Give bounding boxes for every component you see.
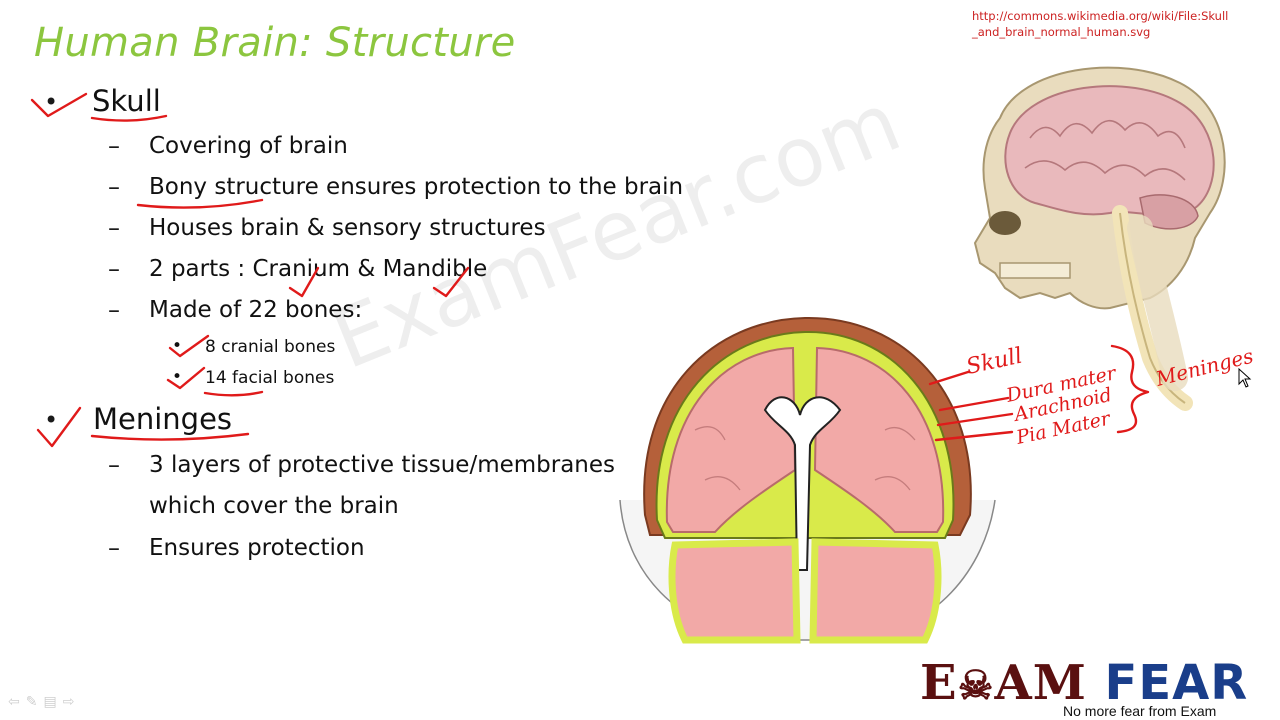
checkmark (30, 92, 88, 118)
next-arrow-icon[interactable]: ⇨ (62, 694, 81, 710)
logo-mid-letters: AM (994, 655, 1087, 711)
pointer-line (934, 430, 1014, 442)
bullet-dot: • (44, 88, 59, 116)
teeth (999, 262, 1071, 279)
dash: – (108, 451, 120, 479)
ventricle (763, 396, 842, 571)
lower-left-compartment (668, 538, 801, 644)
meninges-point-1: 3 layers of protective tissue/membranes (149, 452, 616, 478)
skull-point-5: Made of 22 bones: (149, 297, 363, 323)
dash: – (108, 173, 120, 201)
brain-folds (1029, 119, 1186, 149)
dash: – (108, 132, 120, 160)
skull-point-2: Bony structure ensures protection to the… (149, 174, 684, 200)
sub-bullet-dot: • (172, 336, 183, 356)
eye-socket (989, 211, 1021, 235)
dash: – (108, 534, 120, 562)
dash: – (108, 255, 120, 283)
checkmark (288, 266, 320, 298)
examfear-logo: E☠AM FEAR (920, 655, 1248, 711)
skull-brain-illustration (973, 66, 1226, 411)
brain-folds (1024, 160, 1186, 181)
brain-cross-section-illustration (619, 316, 996, 644)
checkmark (166, 366, 206, 390)
slide-title: Human Brain: Structure (34, 20, 516, 66)
logo-fear: FEAR (1104, 655, 1249, 711)
underline (90, 432, 250, 441)
checkmark (168, 334, 210, 358)
skull-crossbones-icon: ☠ (957, 662, 995, 709)
menu-icon[interactable]: ▤ (43, 694, 63, 710)
underline (90, 114, 168, 122)
image-source-line-1: http://commons.wikimedia.org/wiki/File:S… (972, 9, 1229, 23)
label-skull: Skull (964, 344, 1025, 380)
bullet-dot: • (44, 406, 59, 434)
dash: – (108, 214, 120, 242)
underline (203, 390, 264, 397)
checkmark (36, 406, 82, 448)
mouse-cursor-icon (1238, 368, 1252, 388)
tagline: No more fear from Exam (1063, 703, 1217, 719)
checkmark (432, 266, 470, 298)
skull-point-1: Covering of brain (149, 133, 348, 159)
lower-right-compartment (809, 538, 942, 644)
right-hemisphere (813, 346, 945, 533)
brace (1110, 344, 1150, 434)
cerebellum (1139, 194, 1199, 230)
pointer-line (938, 396, 1010, 412)
skull-sub-point-1: 8 cranial bones (205, 337, 336, 357)
meninges-heading: Meninges (93, 402, 233, 436)
pen-icon[interactable]: ✎ (25, 694, 44, 710)
vertebrae (1127, 215, 1188, 391)
slide-nav-icons[interactable]: ⇦✎▤⇨ (8, 694, 80, 710)
skull-sub-point-2: 14 facial bones (205, 368, 335, 388)
skull-point-3: Houses brain & sensory structures (149, 215, 546, 241)
pointer-line (928, 370, 970, 386)
skull-heading: Skull (92, 84, 161, 118)
underline (136, 198, 264, 209)
pointer-line (936, 412, 1014, 427)
prev-arrow-icon[interactable]: ⇦ (8, 694, 26, 710)
dash: – (108, 296, 120, 324)
image-source[interactable]: http://commons.wikimedia.org/wiki/File:S… (972, 8, 1252, 40)
image-source-line-2: _and_brain_normal_human.svg (972, 25, 1151, 39)
left-hemisphere (665, 346, 797, 533)
meninges-point-1-cont: which cover the brain (149, 493, 399, 519)
meninges-point-2: Ensures protection (149, 535, 365, 561)
brain-folds (694, 426, 916, 491)
logo-left-letter: E (920, 655, 958, 711)
sub-bullet-dot: • (172, 367, 183, 387)
